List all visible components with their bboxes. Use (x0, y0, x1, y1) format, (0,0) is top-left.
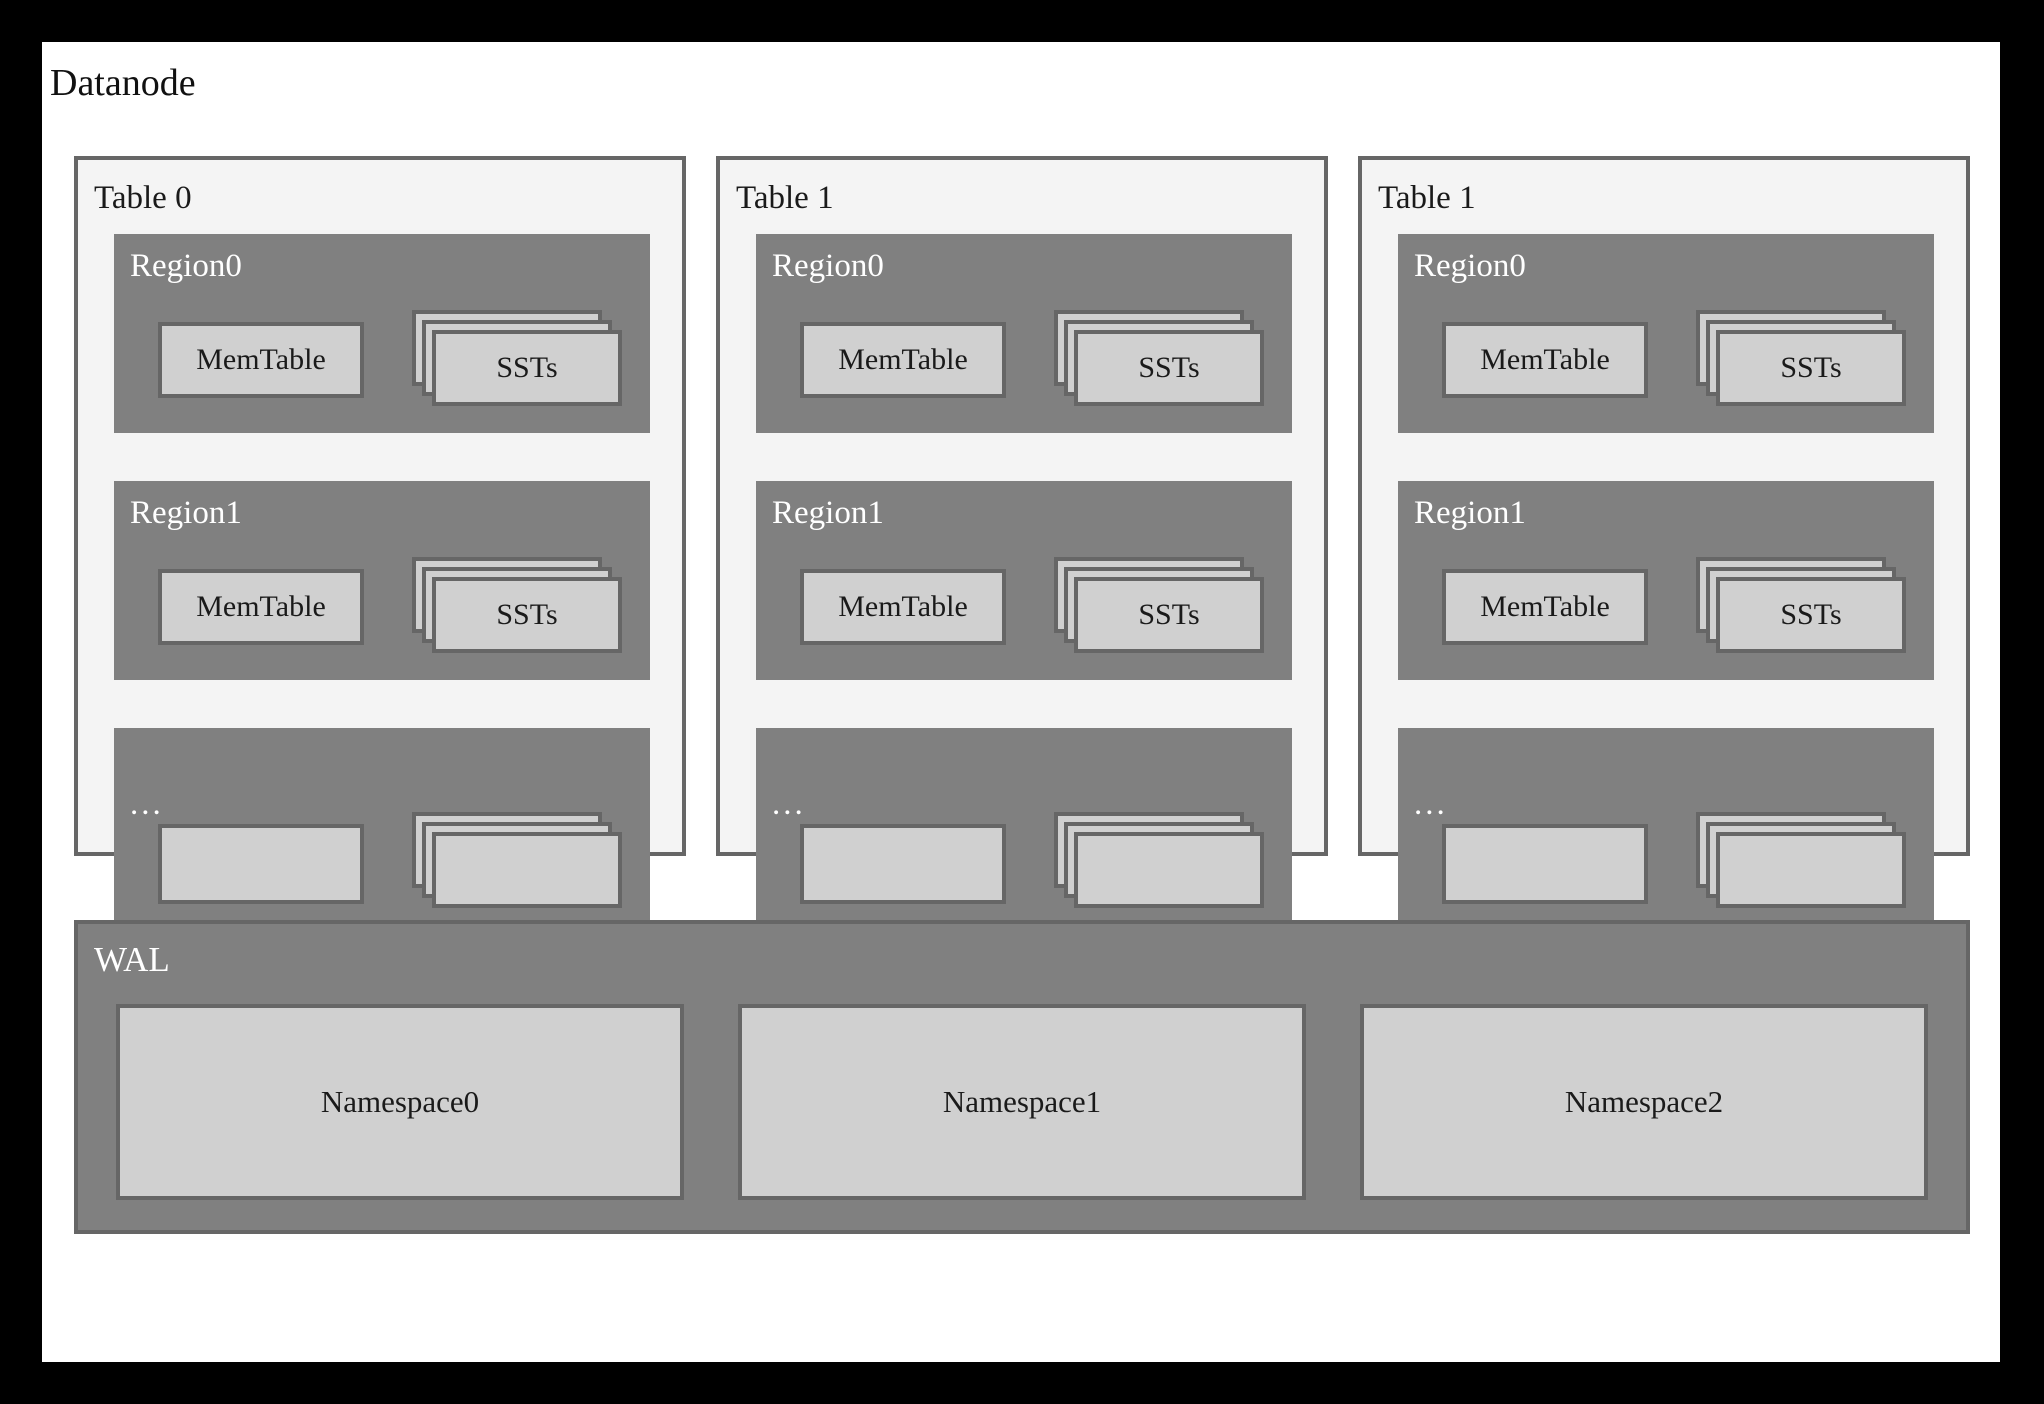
region-box[interactable]: Region0 MemTable SSTs (1398, 234, 1934, 433)
region-label: Region0 (130, 248, 242, 284)
region-box[interactable]: Region1 MemTable SSTs (756, 481, 1292, 680)
sst-stack[interactable]: SSTs (1696, 557, 1908, 661)
region-label-ellipsis: ... (772, 786, 806, 822)
region-box-more[interactable]: ... (1398, 728, 1934, 927)
memtable-box[interactable]: MemTable (800, 322, 1006, 398)
region-label: Region1 (772, 495, 884, 531)
region-label: Region0 (772, 248, 884, 284)
region-box-more[interactable]: ... (114, 728, 650, 927)
namespaces-row: Namespace0 Namespace1 Namespace2 (116, 1004, 1928, 1200)
region-box[interactable]: Region1 MemTable SSTs (114, 481, 650, 680)
region-body: MemTable SSTs (756, 481, 1292, 680)
table-panel-2[interactable]: Table 1 Region0 MemTable SSTs Region1 (1358, 156, 1970, 927)
sst-sheet-front (1716, 832, 1906, 908)
memtable-box-empty[interactable] (1442, 824, 1648, 904)
table-label: Table 0 (94, 180, 192, 216)
region-label: Region0 (1414, 248, 1526, 284)
region-box[interactable]: Region0 MemTable SSTs (756, 234, 1292, 433)
wal-label: WAL (94, 940, 170, 979)
table-label: Table 1 (1378, 180, 1476, 216)
region-body: MemTable SSTs (1398, 234, 1934, 433)
wal-panel[interactable]: WAL Namespace0 Namespace1 Namespace2 (74, 920, 1970, 1234)
memtable-box[interactable]: MemTable (1442, 569, 1648, 645)
memtable-box-empty[interactable] (800, 824, 1006, 904)
page-title: Datanode (50, 62, 196, 104)
region-body (1398, 728, 1934, 927)
region-box-more[interactable]: ... (756, 728, 1292, 927)
sst-stack[interactable]: SSTs (1696, 310, 1908, 414)
region-body: MemTable SSTs (756, 234, 1292, 433)
regions-stack: Region0 MemTable SSTs Region1 MemTable (114, 234, 650, 927)
sst-stack[interactable]: SSTs (412, 310, 624, 414)
sst-sheet-front (1074, 832, 1264, 908)
region-body: MemTable SSTs (1398, 481, 1934, 680)
sst-stack-empty[interactable] (412, 812, 624, 916)
sst-stack[interactable]: SSTs (412, 557, 624, 661)
sst-sheet-front (432, 832, 622, 908)
sst-sheet-front: SSTs (1074, 577, 1264, 653)
sst-sheet-front: SSTs (1716, 577, 1906, 653)
sst-stack[interactable]: SSTs (1054, 557, 1266, 661)
table-panel-1[interactable]: Table 1 Region0 MemTable SSTs Region1 (716, 156, 1328, 927)
region-body: MemTable SSTs (114, 234, 650, 433)
table-label: Table 1 (736, 180, 834, 216)
sst-stack[interactable]: SSTs (1054, 310, 1266, 414)
regions-stack: Region0 MemTable SSTs Region1 MemTable (1398, 234, 1934, 927)
memtable-box[interactable]: MemTable (158, 322, 364, 398)
table-panel-0[interactable]: Table 0 Region0 MemTable SSTs Region1 (74, 156, 686, 927)
namespace-box-0[interactable]: Namespace0 (116, 1004, 684, 1200)
sst-stack-empty[interactable] (1696, 812, 1908, 916)
sst-sheet-front: SSTs (432, 330, 622, 406)
region-label-ellipsis: ... (1414, 786, 1448, 822)
region-body (114, 728, 650, 927)
memtable-box[interactable]: MemTable (158, 569, 364, 645)
region-label: Region1 (130, 495, 242, 531)
datanode-card: Datanode Table 0 Region0 MemTable SSTs (42, 42, 2000, 1362)
memtable-box-empty[interactable] (158, 824, 364, 904)
tables-row: Table 0 Region0 MemTable SSTs Region1 (74, 156, 1970, 927)
region-body (756, 728, 1292, 927)
memtable-box[interactable]: MemTable (1442, 322, 1648, 398)
region-box[interactable]: Region0 MemTable SSTs (114, 234, 650, 433)
region-body: MemTable SSTs (114, 481, 650, 680)
sst-stack-empty[interactable] (1054, 812, 1266, 916)
region-box[interactable]: Region1 MemTable SSTs (1398, 481, 1934, 680)
namespace-box-2[interactable]: Namespace2 (1360, 1004, 1928, 1200)
region-label-ellipsis: ... (130, 786, 164, 822)
memtable-box[interactable]: MemTable (800, 569, 1006, 645)
region-label: Region1 (1414, 495, 1526, 531)
regions-stack: Region0 MemTable SSTs Region1 MemTable (756, 234, 1292, 927)
namespace-box-1[interactable]: Namespace1 (738, 1004, 1306, 1200)
sst-sheet-front: SSTs (1074, 330, 1264, 406)
sst-sheet-front: SSTs (432, 577, 622, 653)
sst-sheet-front: SSTs (1716, 330, 1906, 406)
